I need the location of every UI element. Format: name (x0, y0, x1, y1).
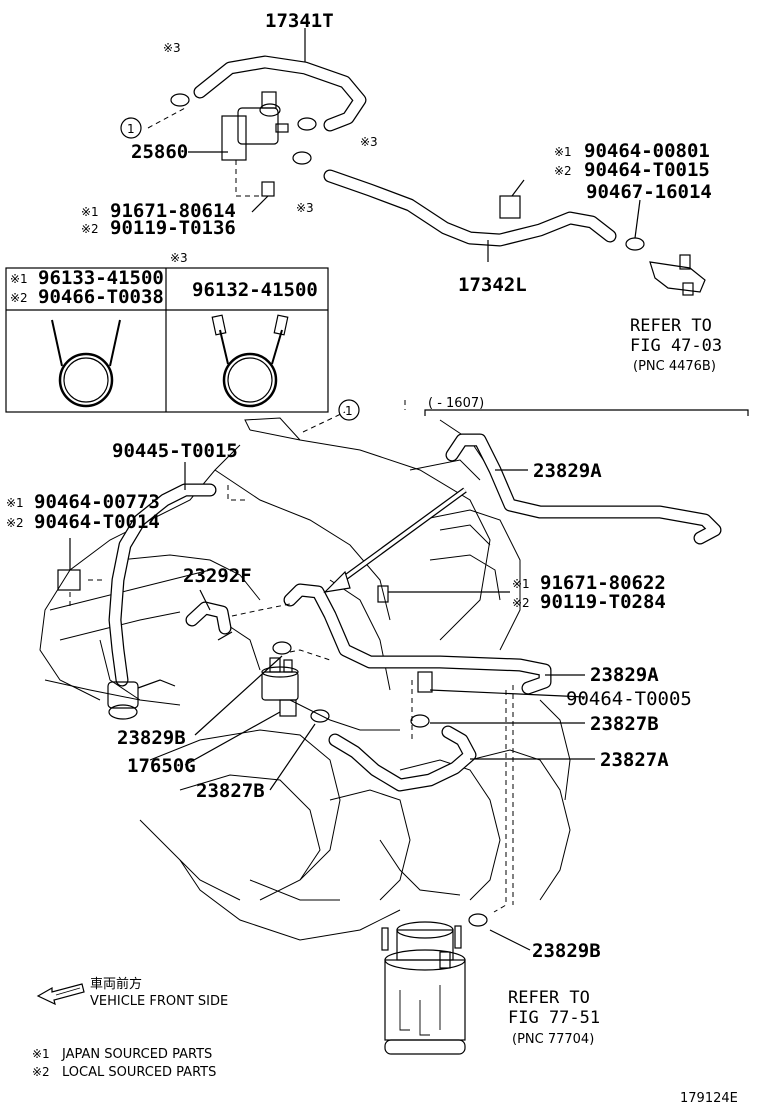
label-90464-T0005: 90464-T0005 (566, 688, 692, 710)
left-valve-unit (107, 679, 176, 720)
ref-77-line3: (PNC 77704) (512, 1032, 594, 1047)
table-mark-2: ※2 (10, 291, 28, 305)
legend-text-1: JAPAN SOURCED PARTS (61, 1047, 212, 1062)
callout-one-top (120, 117, 142, 139)
callout-one-mid-text: 1 (345, 404, 353, 418)
mark-3-a: ※3 (163, 41, 181, 55)
date-range-bracket (424, 409, 749, 416)
label-90464-00801: 90464-00801 (584, 140, 710, 162)
vsv-17650G (261, 657, 299, 717)
callout-one-mid (338, 399, 360, 421)
label-23829B-left: 23829B (117, 727, 186, 749)
legend-mark-2: ※2 (32, 1065, 50, 1079)
label-23829A-top: 23829A (533, 460, 602, 482)
legend-text-2: LOCAL SOURCED PARTS (62, 1065, 216, 1080)
location-arrow (323, 487, 467, 593)
label-90464-00773: 90464-00773 (34, 491, 160, 513)
table-col1-line1: 96133-41500 (38, 267, 164, 289)
label-23827A: 23827A (600, 749, 669, 771)
mark-1-a: ※1 (81, 205, 99, 219)
part-labels: 17341T ※3 1 25860 ※3 ※3 ※1 91671-80614 ※… (6, 10, 738, 1106)
vehicle-front-arrow-icon (36, 983, 85, 1006)
label-90119-T0136: 90119-T0136 (110, 217, 236, 239)
ref-47-line2: FIG 47-03 (630, 336, 722, 356)
clamp-table (5, 267, 329, 413)
label-17341T: 17341T (265, 10, 334, 32)
table-col2: 96132-41500 (192, 279, 318, 301)
vehicle-front-en: VEHICLE FRONT SIDE (90, 994, 228, 1009)
mark-1-c: ※1 (6, 496, 24, 510)
mark-1-d: ※1 (512, 577, 530, 591)
engine-outline (39, 417, 571, 941)
ref-47-line1: REFER TO (630, 316, 712, 336)
vsv-25860 (221, 91, 289, 161)
label-17342L: 17342L (458, 274, 527, 296)
mark-2-d: ※2 (512, 596, 530, 610)
mark-3-c: ※3 (296, 201, 314, 215)
label-91671-80622: 91671-80622 (540, 572, 666, 594)
legend-mark-1: ※1 (32, 1047, 50, 1061)
vehicle-front-jp: 車両前方 (90, 976, 142, 992)
table-mark-3: ※3 (170, 251, 188, 265)
mark-3-b: ※3 (360, 135, 378, 149)
label-90464-T0015: 90464-T0015 (584, 159, 710, 181)
label-23827B-right: 23827B (590, 713, 659, 735)
label-23829B-bottom: 23829B (532, 940, 601, 962)
mark-2-b: ※2 (554, 164, 572, 178)
union-fitting (649, 254, 706, 296)
label-25860: 25860 (131, 141, 188, 163)
label-90467-16014: 90467-16014 (586, 181, 712, 203)
leader-lines (69, 28, 641, 951)
label-90119-T0284: 90119-T0284 (540, 591, 666, 613)
label-23292F: 23292F (183, 565, 252, 587)
figure-number: 179124E (680, 1091, 738, 1106)
hoses (108, 55, 722, 792)
label-90445-T0015: 90445-T0015 (112, 440, 238, 462)
table-mark-1: ※1 (10, 272, 28, 286)
mark-2-c: ※2 (6, 516, 24, 530)
callout-one-top-text: 1 (127, 122, 135, 136)
mark-1-b: ※1 (554, 145, 572, 159)
ref-77-line1: REFER TO (508, 988, 590, 1008)
charcoal-canister (381, 921, 466, 1055)
ref-77-line2: FIG 77-51 (508, 1008, 600, 1028)
table-col1-line2: 90466-T0038 (38, 286, 164, 308)
mark-2-a: ※2 (81, 222, 99, 236)
ref-47-line3: (PNC 4476B) (633, 359, 716, 374)
label-23827B-left: 23827B (196, 780, 265, 802)
label-17650G: 17650G (127, 755, 196, 777)
label-23829A-mid: 23829A (590, 664, 659, 686)
label-90464-T0014: 90464-T0014 (34, 511, 160, 533)
date-range: ( - 1607) (428, 396, 484, 411)
label-91671-80614: 91671-80614 (110, 200, 236, 222)
